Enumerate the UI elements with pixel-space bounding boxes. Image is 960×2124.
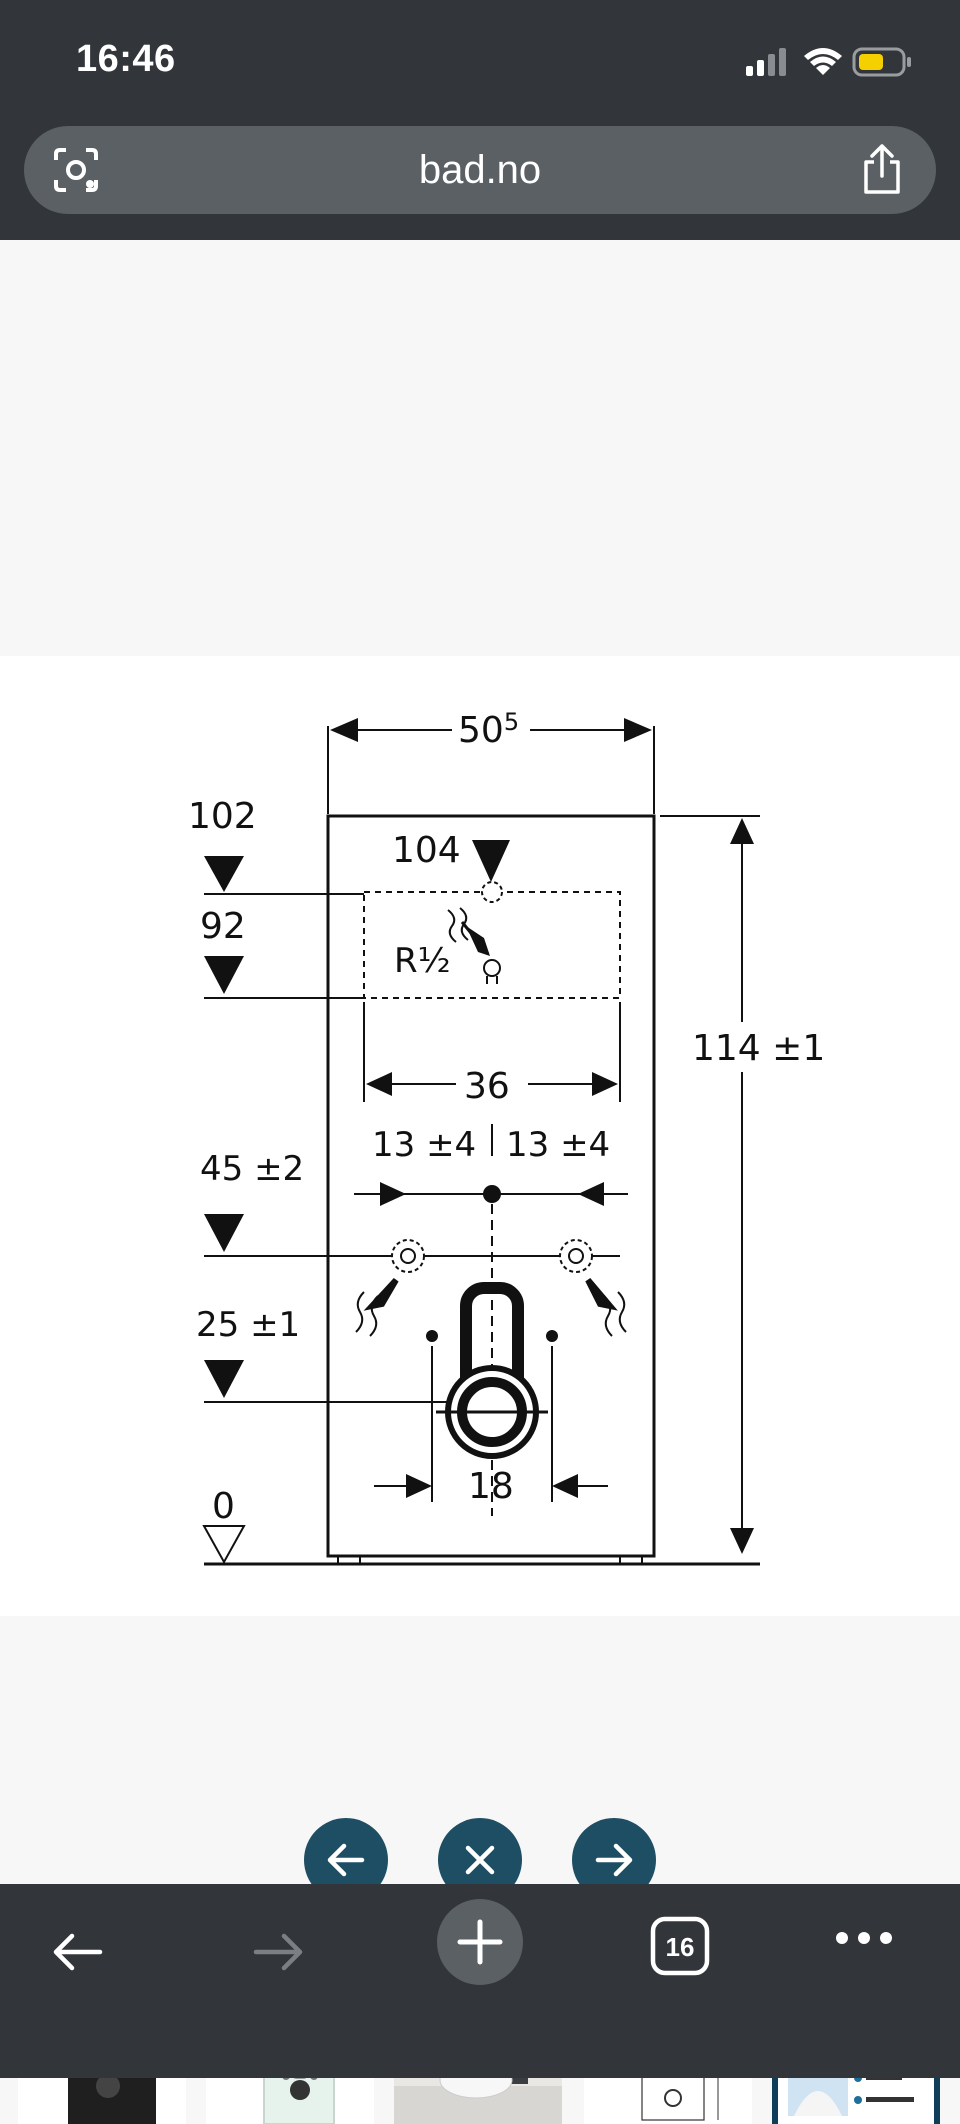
svg-text:16: 16 <box>666 1932 695 1962</box>
dim-offset-right: 13 ±4 <box>506 1125 610 1165</box>
cellular-signal-icon <box>746 48 786 76</box>
dim-width-18: 18 <box>468 1466 514 1507</box>
dim-height-total: 114 ±1 <box>692 1028 825 1069</box>
pipe-thread-label: R½ <box>394 941 451 981</box>
back-button[interactable] <box>46 1920 110 1989</box>
tabs-icon: 16 <box>650 1916 710 1976</box>
dim-level-0: 0 <box>212 1486 235 1527</box>
tabs-button[interactable]: 16 <box>648 1914 712 1983</box>
forward-button[interactable] <box>246 1920 310 1989</box>
image-viewer: 505 114 ±1 104 R½ 102 92 <box>0 240 960 2124</box>
arrow-right-icon <box>595 1843 633 1877</box>
address-bar[interactable]: bad.no <box>24 126 936 214</box>
new-tab-button[interactable] <box>436 1898 524 1991</box>
close-icon <box>465 1845 495 1875</box>
dim-level-45: 45 ±2 <box>200 1149 304 1189</box>
dim-offset-left: 13 ±4 <box>372 1125 476 1165</box>
dim-level-104: 104 <box>392 830 461 871</box>
wifi-icon <box>804 48 842 75</box>
more-icon <box>836 1932 892 1944</box>
dim-width-top: 505 <box>458 708 519 751</box>
forward-arrow-icon <box>253 1933 303 1971</box>
status-icons <box>746 42 916 87</box>
back-arrow-icon <box>53 1933 103 1971</box>
arrow-left-icon <box>327 1843 365 1877</box>
dim-width-36: 36 <box>464 1066 510 1107</box>
browser-top-bar: 16:46 <box>0 0 960 240</box>
cabinet-outline <box>326 814 656 1558</box>
product-dimension-drawing[interactable]: 505 114 ±1 104 R½ 102 92 <box>0 656 960 1616</box>
browser-bottom-toolbar: 16 <box>0 1884 960 2078</box>
share-icon[interactable] <box>858 142 906 201</box>
status-time: 16:46 <box>76 38 176 80</box>
dim-level-92: 92 <box>200 906 246 947</box>
dim-level-102: 102 <box>188 796 257 837</box>
url-text[interactable]: bad.no <box>418 148 542 192</box>
battery-icon <box>852 47 911 77</box>
dim-level-25: 25 ±1 <box>196 1305 300 1345</box>
more-menu-button[interactable] <box>832 1926 896 1955</box>
camera-lens-icon[interactable] <box>52 146 100 199</box>
plus-icon <box>437 1899 523 1985</box>
